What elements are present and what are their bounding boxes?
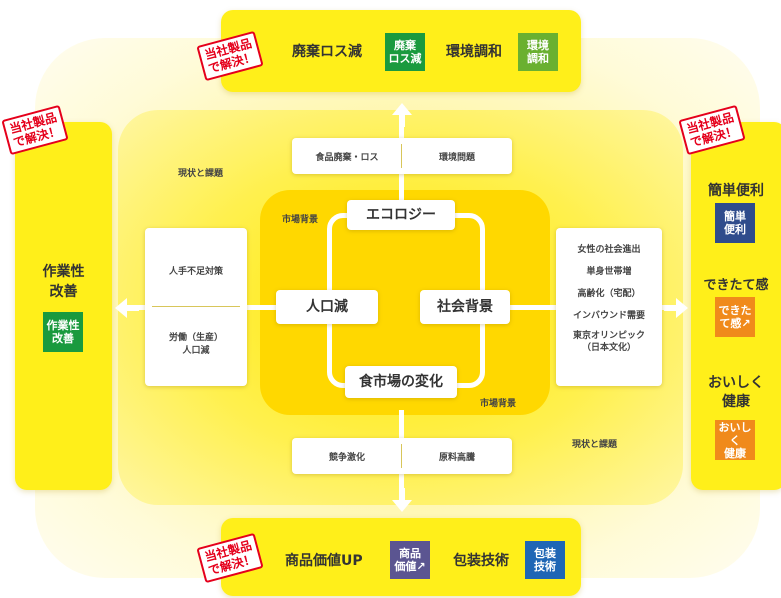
tag-freshness: できた て感↗ bbox=[715, 297, 755, 337]
bottom-item-value-up: 商品価値UP bbox=[285, 553, 363, 569]
bottom-item-packaging: 包装技術 bbox=[453, 553, 509, 569]
arrow-right-icon bbox=[664, 298, 688, 318]
issue-box-left-divider bbox=[152, 306, 240, 307]
issue-women-society: 女性の社会進出 bbox=[577, 245, 641, 255]
arrow-left-icon bbox=[115, 298, 139, 318]
issue-box-bottom-divider bbox=[401, 444, 402, 468]
center-social-background: 社会背景 bbox=[420, 290, 510, 324]
issue-material-cost: 原料高騰 bbox=[438, 453, 475, 463]
left-item-workability: 作業性 改善 bbox=[42, 264, 85, 300]
tag-environment: 環境 調和 bbox=[518, 33, 558, 71]
issue-labor-shortage: 人手不足対策 bbox=[168, 267, 223, 277]
top-item-waste-reduction: 廃棄ロス減 bbox=[292, 44, 362, 60]
center-food-market-change: 食市場の変化 bbox=[345, 366, 457, 398]
center-population-decline: 人口減 bbox=[276, 290, 378, 324]
center-ecology: エコロジー bbox=[347, 200, 455, 230]
issue-food-waste: 食品廃棄・ロス bbox=[315, 153, 379, 163]
issue-aging-delivery: 高齢化（宅配） bbox=[577, 289, 641, 299]
right-issue-list: 女性の社会進出 単身世帯増 高齢化（宅配） インバウンド需要 東京オリンピック … bbox=[556, 242, 662, 354]
right-item-freshness: できたて感 bbox=[703, 278, 769, 293]
arrow-up-icon bbox=[392, 103, 412, 127]
issue-environment: 環境問題 bbox=[438, 153, 475, 163]
issue-box-top-divider bbox=[401, 144, 402, 168]
issue-inbound-demand: インバウンド需要 bbox=[572, 311, 645, 321]
right-item-convenience: 簡単便利 bbox=[708, 183, 764, 199]
right-item-healthy: おいしく 健康 bbox=[708, 375, 764, 410]
issue-tokyo-olympics: 東京オリンピック （日本文化） bbox=[572, 331, 645, 353]
label-market-bottom: 市場背景 bbox=[480, 399, 517, 409]
left-solution-bar bbox=[15, 122, 112, 490]
label-status-bottom: 現状と課題 bbox=[572, 440, 618, 450]
tag-packaging: 包装 技術 bbox=[525, 541, 565, 579]
tag-waste-reduction: 廃棄 ロス減 bbox=[385, 33, 425, 71]
arrow-down-icon bbox=[392, 488, 412, 512]
top-item-environment: 環境調和 bbox=[446, 44, 502, 60]
issue-box-left bbox=[145, 228, 247, 386]
issue-box-right bbox=[556, 228, 662, 386]
issue-competition: 競争激化 bbox=[328, 453, 365, 463]
tag-healthy: おいしく 健康 bbox=[715, 420, 755, 460]
tag-value-up: 商品 価値↗ bbox=[390, 541, 430, 579]
issue-labor-population: 労働（生産） 人口減 bbox=[168, 333, 223, 356]
tag-workability: 作業性 改善 bbox=[43, 312, 83, 352]
label-market-top: 市場背景 bbox=[282, 215, 319, 225]
issue-box-bottom bbox=[292, 438, 512, 474]
tag-convenience: 簡単 便利 bbox=[715, 203, 755, 243]
issue-single-households: 単身世帯増 bbox=[586, 267, 632, 277]
issue-box-top bbox=[292, 138, 512, 174]
label-status-top: 現状と課題 bbox=[178, 169, 224, 179]
